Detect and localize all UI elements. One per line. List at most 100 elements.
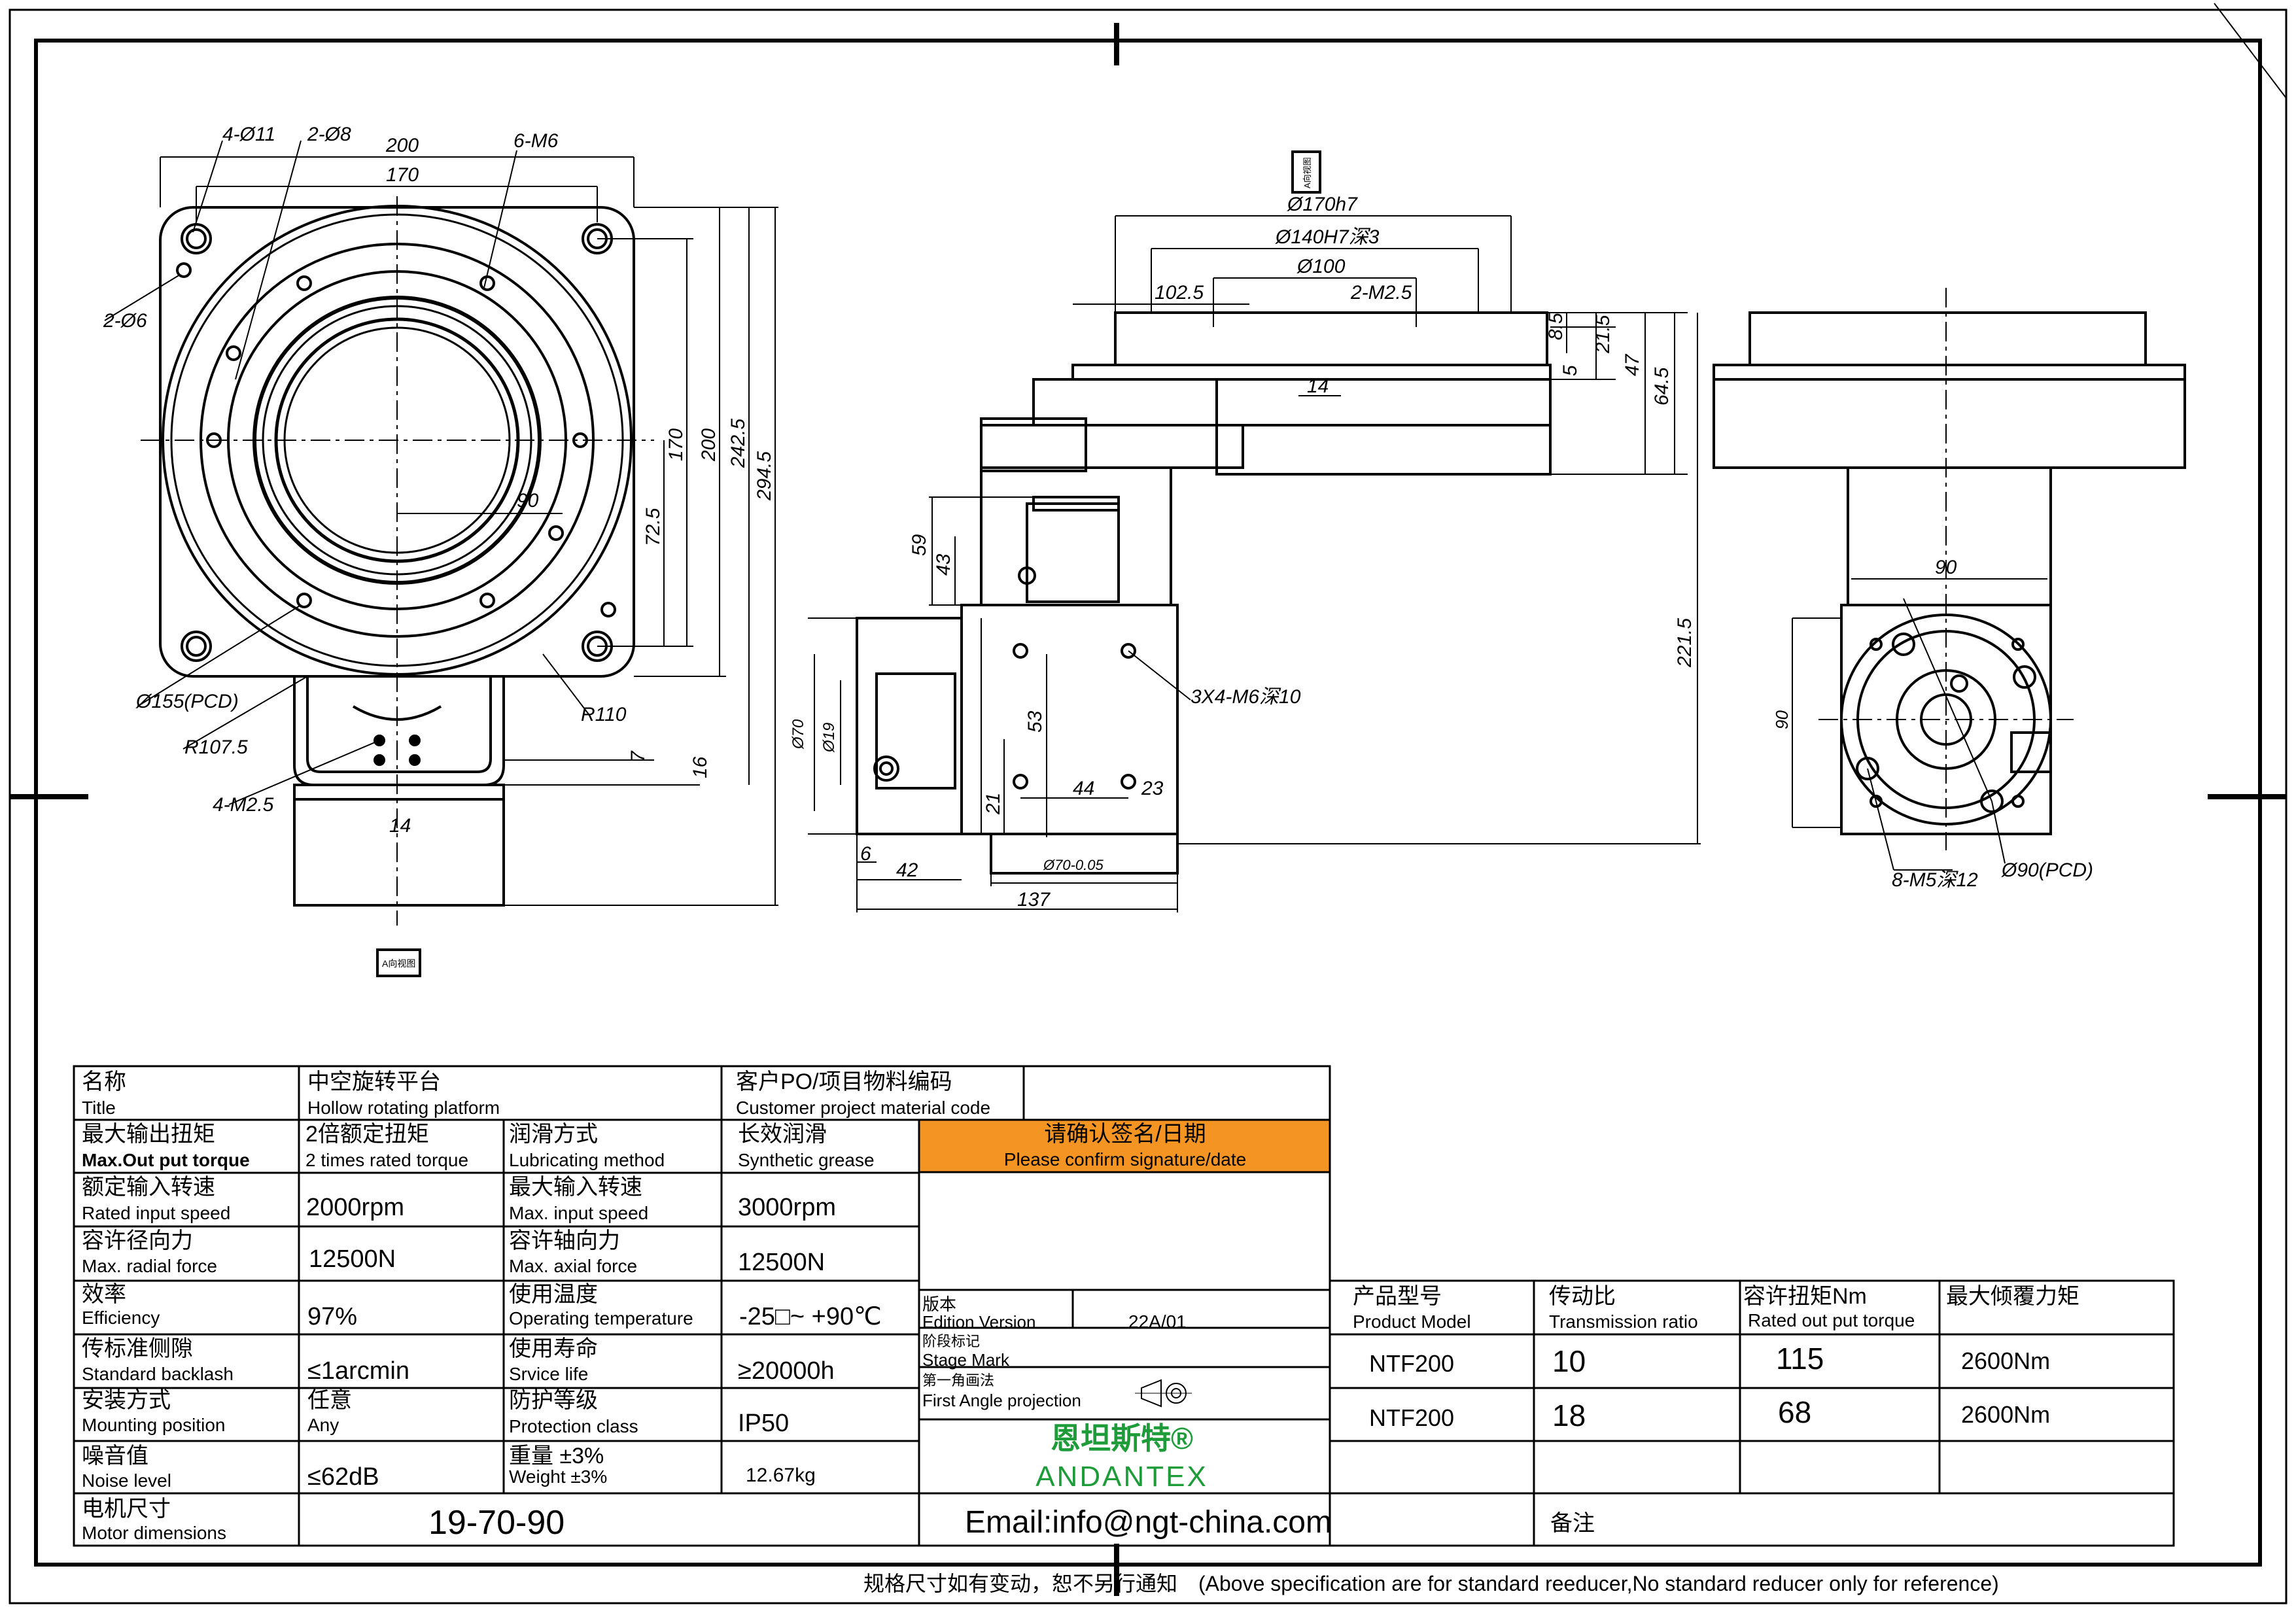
dim-label: 242.5 [727, 419, 749, 468]
dim-label: 90 [1935, 557, 1957, 578]
dim-label: Ø140H7深3 [1275, 226, 1380, 248]
dim-label: 6-M6 [513, 130, 559, 152]
cell-value: -25□~ +90℃ [739, 1303, 882, 1330]
front-view-labels: 200 170 4-Ø11 2-Ø8 6-M6 2-Ø6 170 200 242… [103, 124, 775, 977]
model-header-cn: 产品型号 [1353, 1284, 1442, 1309]
cell-cn: 最大输出扭矩 [82, 1122, 215, 1147]
cell-en: Customer project material code [736, 1098, 990, 1118]
dim-label: 90 [517, 490, 539, 512]
dim-label: Ø70-0.05 [1043, 857, 1104, 873]
cell-cn: 润滑方式 [509, 1122, 598, 1147]
dim-label: 42 [896, 859, 918, 881]
cell-cn: 使用寿命 [509, 1336, 598, 1361]
dim-label: Ø70 [790, 719, 807, 750]
dim-label: Ø170h7 [1287, 194, 1358, 215]
dim-label: 200 [698, 428, 720, 462]
dim-label: 2-Ø6 [103, 310, 147, 332]
dim-label: Ø100 [1296, 256, 1346, 277]
cell-en: Weight ±3% [509, 1466, 607, 1487]
dim-label: 137 [1017, 889, 1051, 911]
cell-cn: 名称 [82, 1069, 126, 1094]
cell-en: Max. input speed [509, 1203, 648, 1223]
model-header-en: Transmission ratio [1549, 1311, 1698, 1332]
projection-en: First Angle projection [922, 1391, 1081, 1410]
dim-label: 5 [1559, 365, 1581, 376]
stage-cn: 阶段标记 [922, 1333, 980, 1349]
moment-cell: 2600Nm [1961, 1401, 2050, 1428]
model-cell: NTF200 [1369, 1350, 1454, 1377]
cell-en: Rated input speed [82, 1203, 230, 1223]
side-view-labels: Ø170h7 Ø140H7深3 Ø100 102.5 2-M2.5 14 8.5… [790, 150, 1696, 911]
cell-en: Any [307, 1415, 339, 1435]
dim-label: 59 [909, 534, 930, 556]
cell-en: 2 times rated torque [305, 1150, 468, 1170]
cell-cn: 客户PO/项目物料编码 [736, 1069, 952, 1094]
dim-label: 43 [933, 553, 954, 576]
cell-cn: 额定输入转速 [82, 1175, 215, 1200]
cell-value: 12500N [309, 1245, 396, 1273]
brand-en: ANDANTEX [1035, 1461, 1208, 1493]
model-header-cn: 最大倾覆力矩 [1946, 1284, 2079, 1309]
cell-cn: 长效润滑 [738, 1122, 827, 1147]
cell-value: 12.67kg [746, 1465, 816, 1486]
cell-cn: 防护等级 [509, 1388, 598, 1413]
dim-label: Ø19 [820, 723, 838, 753]
cell-value: 97% [307, 1303, 357, 1330]
cell-en: Title [82, 1098, 116, 1118]
title-block [73, 1065, 2175, 1547]
dim-label: 200 [385, 135, 419, 156]
cell-cn: 最大输入转速 [509, 1175, 642, 1200]
torque-cell: 115 [1776, 1342, 1824, 1376]
title-block-text: 名称 Title 中空旋转平台 Hollow rotating platform… [82, 1069, 2079, 1543]
cell-cn: 任意 [307, 1388, 352, 1413]
cell-en: Efficiency [82, 1308, 160, 1328]
model-header-en: Rated out put torque [1748, 1310, 1915, 1330]
dim-label: 8-M5深12 [1892, 869, 1978, 891]
footer-note: 规格尺寸如有变动，恕不另行通知 (Above specification are… [863, 1572, 1999, 1595]
model-header-cn: 传动比 [1549, 1284, 1616, 1309]
model-cell: NTF200 [1369, 1404, 1454, 1431]
rear-view-dimensions [1792, 288, 2074, 871]
cell-en: Hollow rotating platform [307, 1098, 500, 1118]
projection-cn: 第一角画法 [922, 1372, 994, 1389]
edition-value: 22A/01 [1128, 1311, 1187, 1332]
cell-en: Max. axial force [509, 1256, 637, 1276]
model-header-en: Product Model [1353, 1311, 1471, 1332]
dim-label: Ø155(PCD) [135, 691, 239, 712]
dim-label: 14 [389, 815, 411, 837]
cell-value: 3000rpm [738, 1194, 836, 1221]
dim-label: 16 [689, 756, 711, 778]
remark-label: 备注 [1550, 1511, 1595, 1536]
cell-en: Synthetic grease [738, 1150, 875, 1170]
cell-cn: 中空旋转平台 [307, 1069, 441, 1094]
cell-en: Standard backlash [82, 1364, 234, 1384]
dim-label: 170 [665, 428, 687, 461]
dim-label: 72.5 [642, 508, 664, 546]
confirm-en: Please confirm signature/date [1004, 1149, 1246, 1170]
dim-label: 53 [1024, 710, 1046, 733]
dim-label: 90 [1772, 710, 1792, 729]
cell-en: Srvice life [509, 1364, 588, 1384]
edition-cn: 版本 [922, 1294, 956, 1314]
dim-label: 14 [1307, 375, 1329, 397]
torque-cell: 68 [1778, 1395, 1811, 1429]
cell-cn: 容许径向力 [82, 1228, 193, 1253]
cell-cn: 噪音值 [82, 1444, 148, 1468]
cell-en: Max. radial force [82, 1256, 217, 1276]
cell-value: 12500N [738, 1249, 825, 1276]
dim-label: 3X4-M6深10 [1191, 686, 1301, 708]
stage-en: Stage Mark [922, 1350, 1010, 1370]
moment-cell: 2600Nm [1961, 1347, 2050, 1374]
side-view-dimensions [808, 215, 1701, 912]
cell-cn: 重量 ±3% [509, 1444, 604, 1468]
cell-cn: 容许轴向力 [509, 1228, 620, 1253]
dim-label: 23 [1141, 778, 1164, 799]
cell-value: 19-70-90 [428, 1504, 565, 1542]
dim-label: 47 [1622, 353, 1643, 376]
confirm-cn: 请确认签名/日期 [1044, 1122, 1206, 1147]
dim-label: 4-M2.5 [213, 794, 274, 816]
dim-label: 21 [983, 793, 1004, 815]
email-text: Email:info@ngt-china.com [965, 1505, 1332, 1540]
dim-label: 4-Ø11 [222, 124, 275, 145]
